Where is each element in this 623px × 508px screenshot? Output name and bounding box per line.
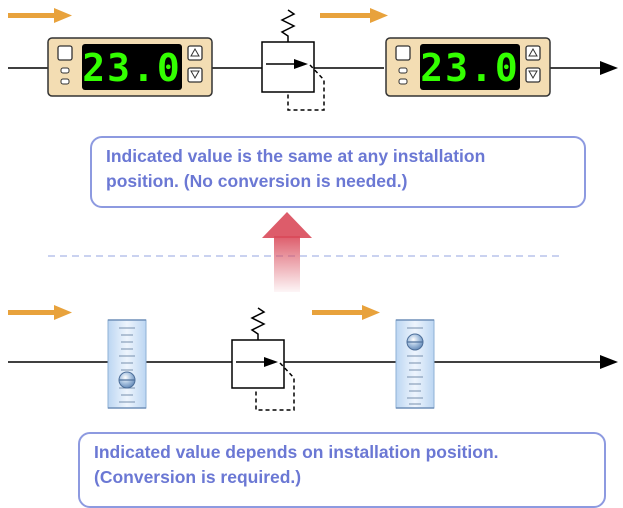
display-reading: 23.0 — [420, 46, 520, 90]
callout-text: (Conversion is required.) — [94, 467, 302, 487]
digital-flow-sensor-icon: 23.0 — [47, 37, 213, 97]
callout-depends-on-position: Indicated value depends on installation … — [78, 432, 606, 508]
flow-direction-arrow-icon — [320, 8, 388, 23]
flow-direction-arrow-icon — [600, 355, 618, 369]
pressure-regulator-valve-icon — [261, 9, 325, 111]
flow-direction-arrow-icon — [312, 305, 380, 320]
display-reading: 23.0 — [82, 46, 182, 90]
callout-same-value: Indicated value is the same at any insta… — [90, 136, 586, 208]
bottom-row — [8, 305, 618, 411]
callout-text: position. (No conversion is needed.) — [106, 171, 408, 191]
callout-text: Indicated value depends on installation … — [94, 442, 499, 462]
top-row: 23.0 23.0 — [8, 8, 618, 111]
flow-direction-arrow-icon — [8, 305, 72, 320]
float-flowmeter-icon — [107, 319, 147, 409]
flow-direction-arrow-icon — [8, 8, 72, 23]
pressure-regulator-valve-icon — [231, 307, 295, 411]
callout-text: Indicated value is the same at any insta… — [106, 146, 486, 166]
digital-flow-sensor-icon: 23.0 — [385, 37, 551, 97]
float-flowmeter-icon — [395, 319, 435, 409]
up-arrow-icon — [262, 212, 312, 292]
flow-direction-arrow-icon — [600, 61, 618, 75]
